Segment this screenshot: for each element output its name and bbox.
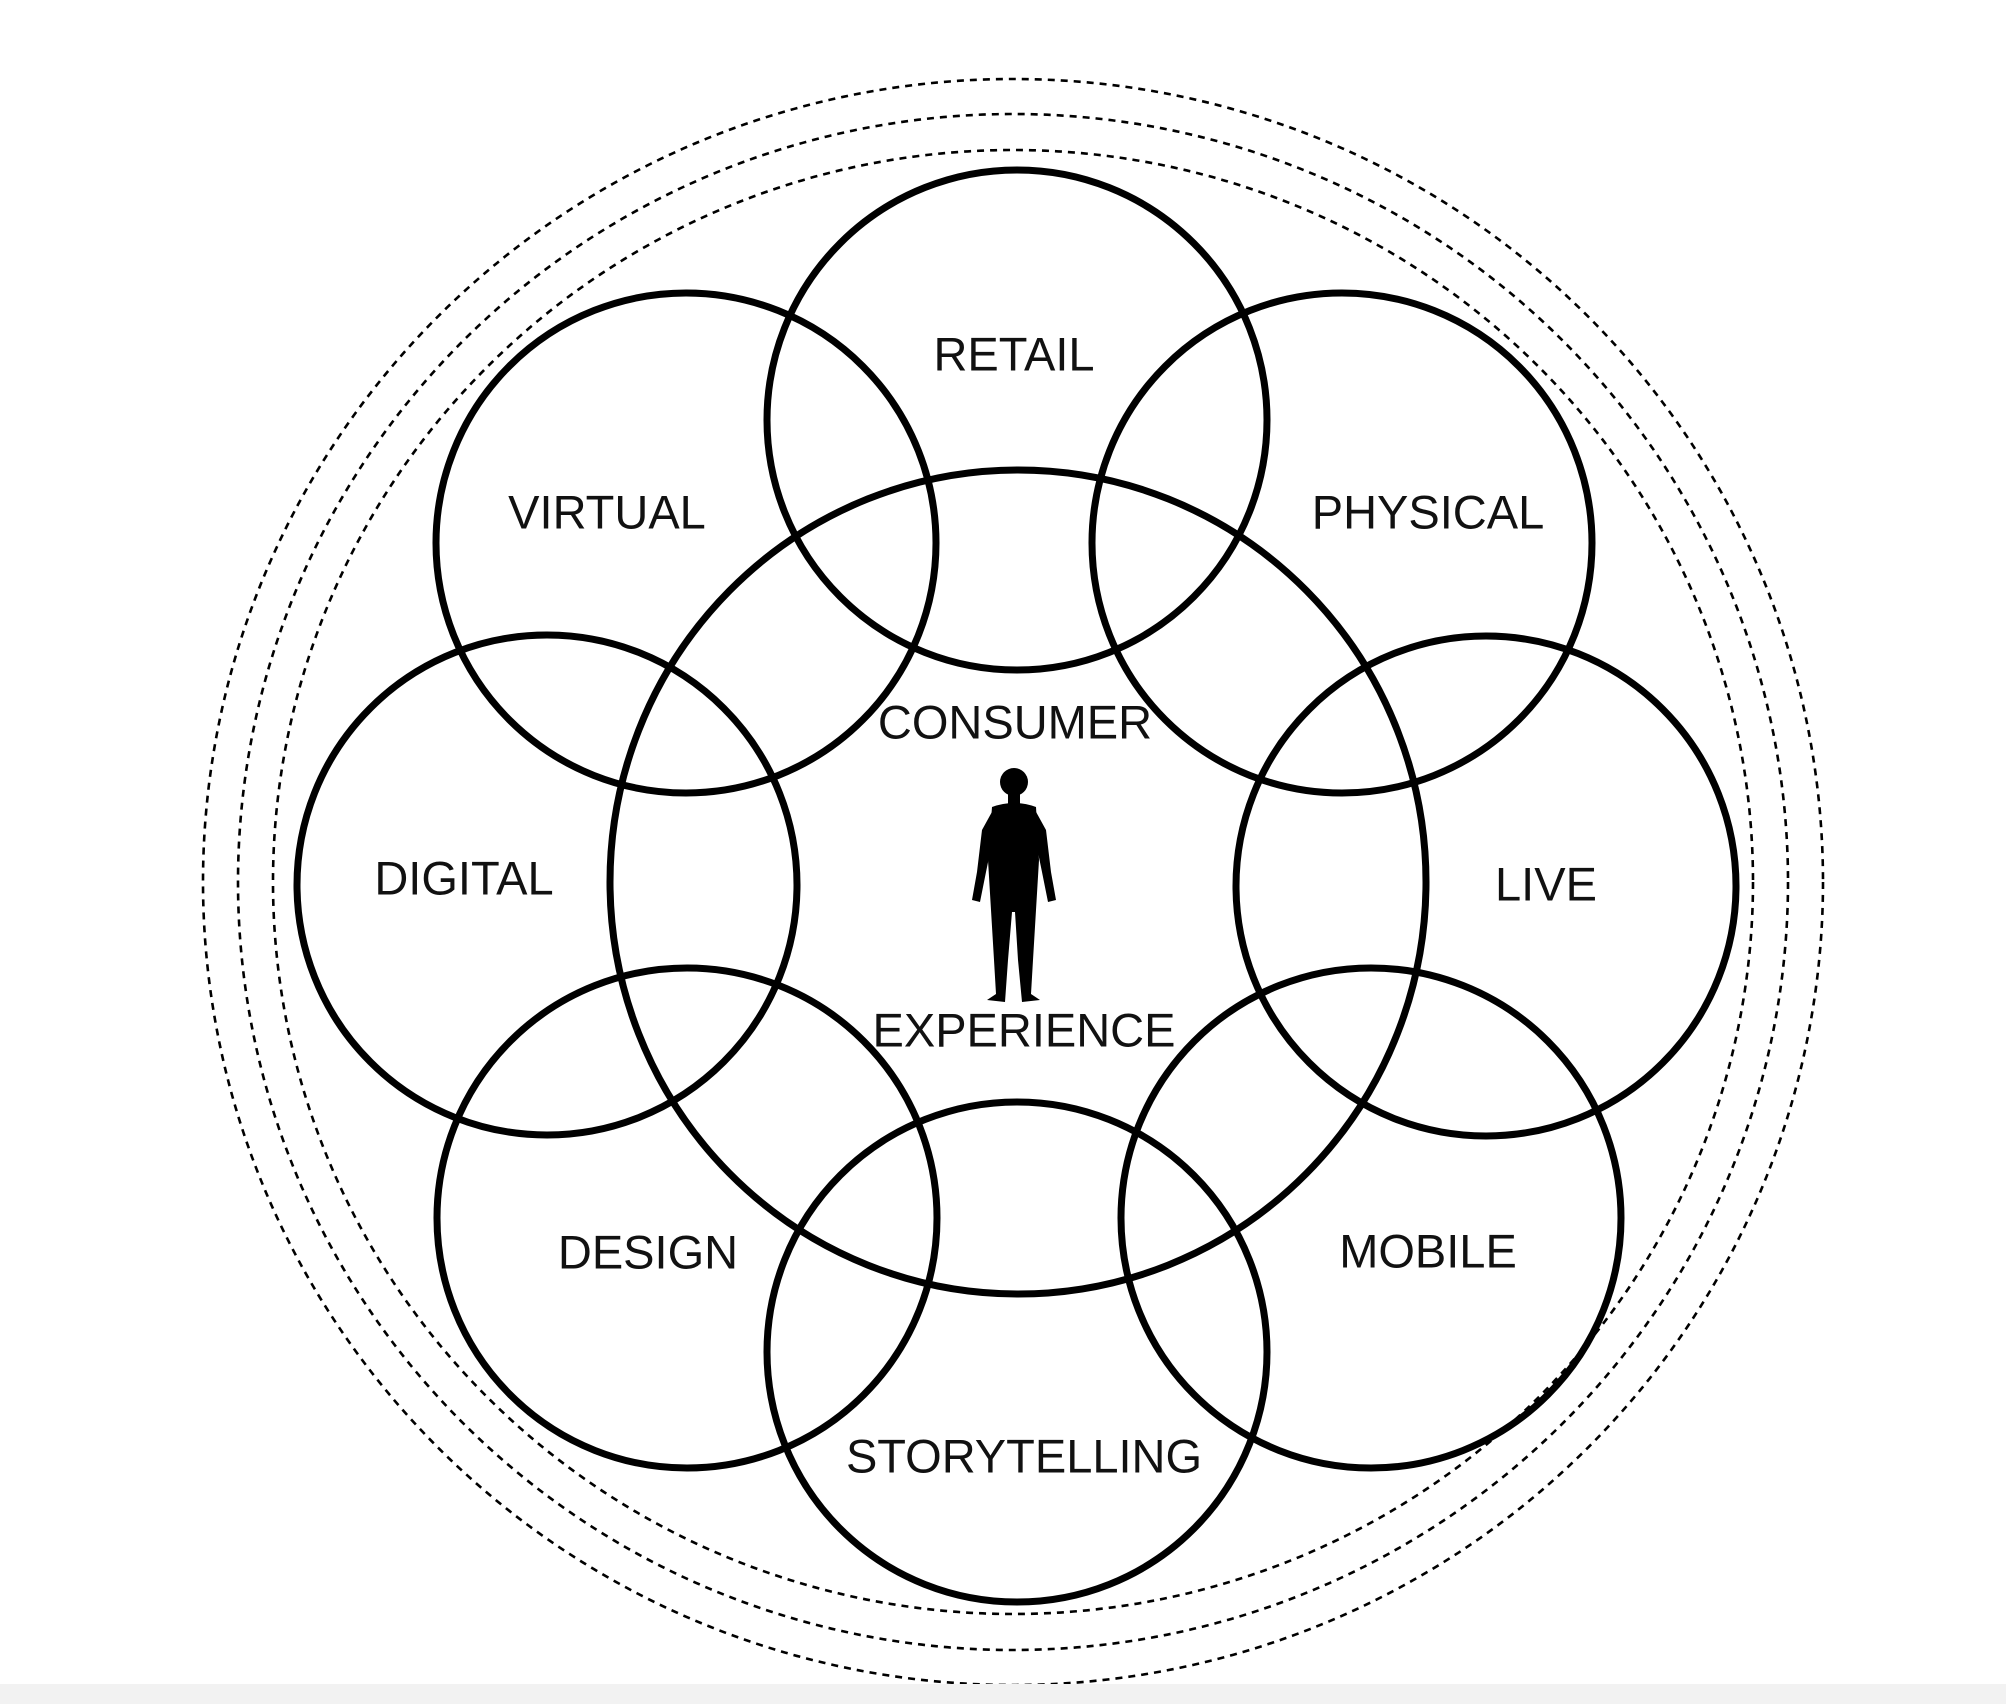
circle-live [1232,632,1740,1140]
label-live: LIVE [1495,857,1597,910]
surrounding-circles [293,166,1740,1606]
circle-labels: RETAIL PHYSICAL LIVE MOBILE STORYTELLING… [374,327,1597,1482]
circle-virtual [432,289,940,797]
circle-digital [293,631,801,1139]
label-design: DESIGN [558,1225,738,1278]
label-digital: DIGITAL [374,851,553,904]
center-top-label: CONSUMER [878,695,1152,748]
circle-mobile [1117,964,1625,1472]
circle-physical [1088,289,1596,797]
center-circle [606,466,1430,1298]
dashed-ring-inner [271,148,1755,1616]
dashed-ring-middle [236,112,1790,1652]
label-retail: RETAIL [933,327,1094,380]
label-virtual: VIRTUAL [508,485,706,538]
circle-design [433,964,941,1472]
label-physical: PHYSICAL [1312,485,1544,538]
label-storytelling: STORYTELLING [846,1429,1202,1482]
center-bottom-label: EXPERIENCE [873,1003,1176,1056]
circle-storytelling [763,1098,1271,1606]
label-mobile: MOBILE [1339,1224,1517,1277]
person-silhouette-icon [972,768,1056,1002]
circle-retail [763,166,1271,674]
bottom-strip [0,1684,2006,1704]
